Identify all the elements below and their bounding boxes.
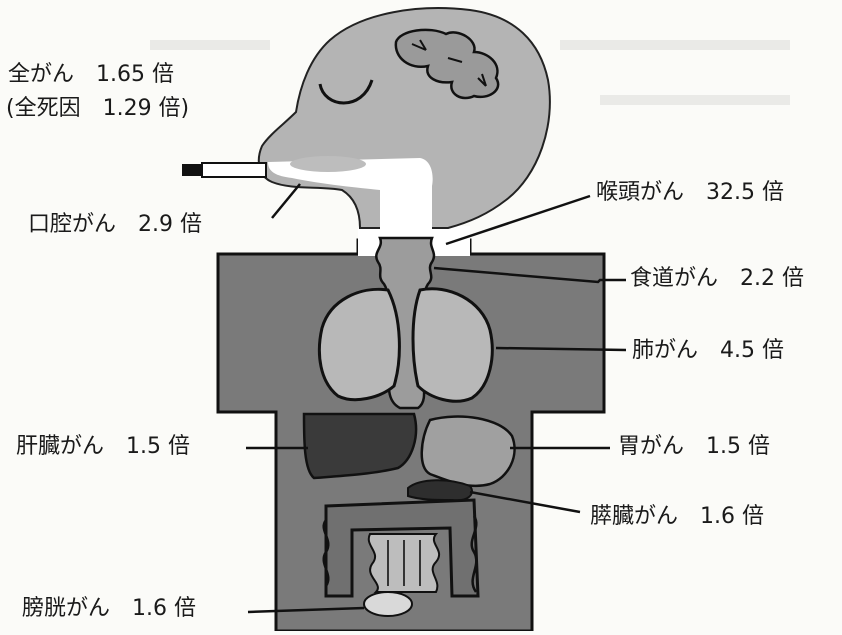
stomach-cancer-label: 胃がん 1.5 倍: [618, 436, 770, 458]
leader-oral: [272, 184, 300, 218]
pancreas-cancer-label: 膵臓がん 1.6 倍: [590, 506, 764, 528]
oral-cancer-label: 口腔がん 2.9 倍: [28, 214, 202, 236]
lung-cancer-label: 肺がん 4.5 倍: [632, 340, 784, 362]
bladder-cancer-label: 膀胱がん 1.6 倍: [22, 598, 196, 620]
mouth-cavity: [290, 156, 366, 172]
bladder: [364, 592, 412, 616]
cigarette-filter: [182, 164, 202, 176]
stomach: [422, 417, 515, 486]
pancreas: [408, 480, 472, 500]
larynx-cancer-label: 喉頭がん 32.5 倍: [596, 182, 784, 204]
esophagus-cancer-label: 食道がん 2.2 倍: [630, 268, 804, 290]
cigarette: [202, 163, 266, 177]
overall-death-label: (全死因 1.29 倍): [6, 98, 189, 120]
overall-cancer-label: 全がん 1.65 倍: [8, 64, 174, 86]
liver: [304, 414, 416, 478]
liver-cancer-label: 肝臓がん 1.5 倍: [16, 436, 190, 458]
